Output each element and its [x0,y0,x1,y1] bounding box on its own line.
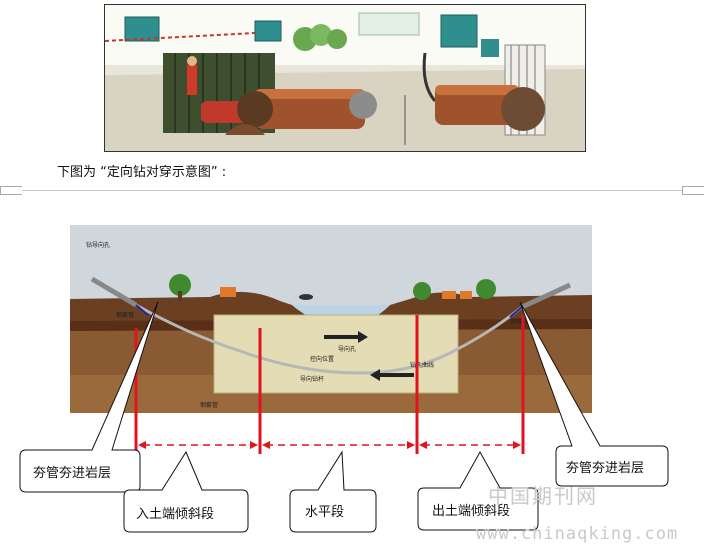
diagram-title: 钻导向孔 [86,241,110,249]
horizontal-bubble [289,450,377,533]
pipe-ramming-illustration [104,4,586,152]
label-left-casing: 钢套管 [116,311,134,319]
label-guide-hole: 导向孔 [338,345,356,353]
drilling-cross-section-svg: 钻导向孔 钢套管 钢套管 钢套管 控向位置 导向孔 导向钻杆 钻孔曲线 [70,225,592,413]
watermark-url: www.chinaqking.com [476,524,679,544]
watermark-cn: 中国期刊网 [488,484,598,508]
callout-left-bubble [19,301,159,493]
label-control-position: 控向位置 [310,355,334,363]
label-guide-drill-rod: 导向钻杆 [300,375,324,383]
callout-left: 夯管夯进岩层 [33,466,112,481]
page-break-divider [0,186,704,196]
entry-slope-bubble [123,450,249,533]
construction-scene-svg [105,5,585,151]
label-right-casing: 钢套管 [510,317,528,325]
directional-drilling-diagram: 钻导向孔 钢套管 钢套管 钢套管 控向位置 导向孔 导向钻杆 钻孔曲线 [70,225,592,413]
callout-right-bubble [519,301,669,487]
segment-horizontal: 水平段 [305,505,345,520]
segment-exit-slope: 出土端倾斜段 [432,504,511,519]
figure-caption: 下图为 “定向钻对穿示意图” : [57,165,227,180]
label-drill-curve: 钻孔曲线 [410,361,434,369]
callout-right: 夯管夯进岩层 [566,461,645,476]
label-bottom-casing: 钢套管 [200,401,218,409]
exit-slope-bubble [417,450,539,531]
segment-entry-slope: 入土端倾斜段 [136,507,215,522]
